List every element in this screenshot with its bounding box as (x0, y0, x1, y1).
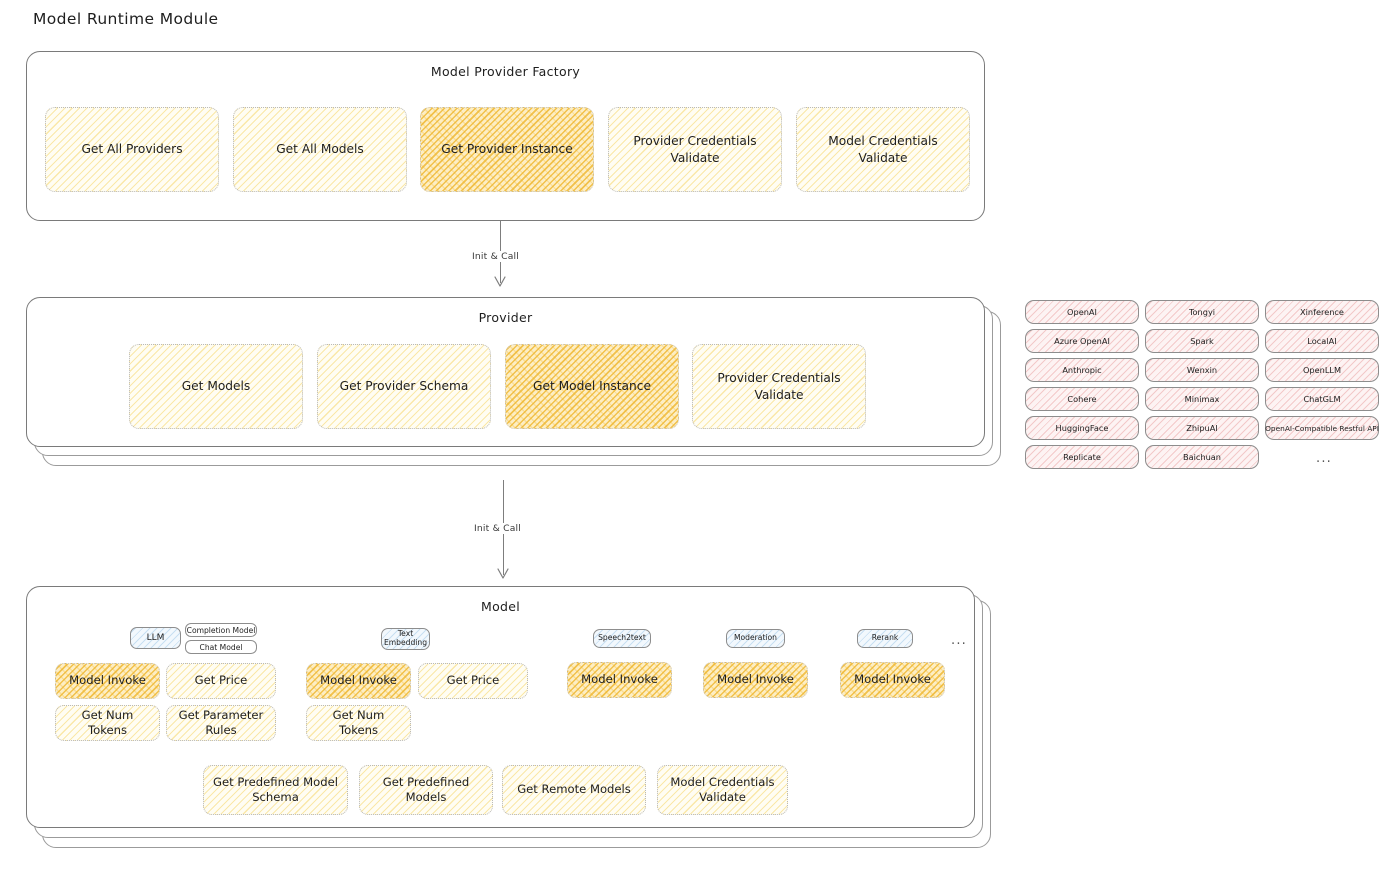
node-get-remote-models[interactable]: Get Remote Models (502, 765, 646, 815)
provider-chip[interactable]: ZhipuAI (1145, 416, 1259, 440)
arrow-provider-to-model-label: Init & Call (470, 523, 526, 534)
node-model-credentials-validate-2[interactable]: Model Credentials Validate (657, 765, 788, 815)
node-llm-model-invoke[interactable]: Model Invoke (55, 663, 160, 699)
node-provider-credentials-validate-2[interactable]: Provider Credentials Validate (692, 344, 866, 429)
node-embedding-model-invoke[interactable]: Model Invoke (306, 663, 411, 699)
node-get-provider-instance[interactable]: Get Provider Instance (420, 107, 594, 192)
node-model-credentials-validate[interactable]: Model Credentials Validate (796, 107, 970, 192)
provider-list-more: ... (1316, 451, 1332, 466)
node-get-all-models[interactable]: Get All Models (233, 107, 407, 192)
badge-llm-subtype-completion-model[interactable]: Completion Model (185, 623, 257, 637)
provider-chip[interactable]: Azure OpenAI (1025, 329, 1139, 353)
provider-chip[interactable]: Cohere (1025, 387, 1139, 411)
arrow-factory-to-provider-label: Init & Call (468, 251, 524, 262)
node-get-all-providers[interactable]: Get All Providers (45, 107, 219, 192)
arrow-provider-to-model-head (497, 568, 509, 579)
provider-chip[interactable]: Baichuan (1145, 445, 1259, 469)
badge-model-type-moderation[interactable]: Moderation (726, 629, 785, 648)
arrow-factory-to-provider-head (494, 276, 506, 287)
provider-chip[interactable]: Wenxin (1145, 358, 1259, 382)
provider-chip[interactable]: Replicate (1025, 445, 1139, 469)
provider-chip[interactable]: ChatGLM (1265, 387, 1379, 411)
page-title: Model Runtime Module (33, 10, 219, 28)
model-types-more: ... (951, 633, 967, 648)
node-speech2text-model-invoke[interactable]: Model Invoke (567, 662, 672, 698)
provider-chip[interactable]: Minimax (1145, 387, 1259, 411)
provider-chip[interactable]: Xinference (1265, 300, 1379, 324)
node-provider-credentials-validate[interactable]: Provider Credentials Validate (608, 107, 782, 192)
model-provider-factory-title: Model Provider Factory (430, 64, 581, 79)
node-llm-get-num-tokens[interactable]: Get Num Tokens (55, 705, 160, 741)
node-embedding-get-price[interactable]: Get Price (418, 663, 528, 699)
node-llm-get-price[interactable]: Get Price (166, 663, 276, 699)
node-get-predefined-models[interactable]: Get Predefined Models (359, 765, 493, 815)
node-get-predefined-model-schema[interactable]: Get Predefined Model Schema (203, 765, 348, 815)
badge-model-type-rerank[interactable]: Rerank (857, 629, 913, 648)
badge-llm-subtype-chat-model[interactable]: Chat Model (185, 640, 257, 654)
node-llm-get-parameter-rules[interactable]: Get Parameter Rules (166, 705, 276, 741)
provider-chip[interactable]: OpenAI (1025, 300, 1139, 324)
provider-chip[interactable]: Tongyi (1145, 300, 1259, 324)
provider-chip[interactable]: LocalAI (1265, 329, 1379, 353)
node-moderation-model-invoke[interactable]: Model Invoke (703, 662, 808, 698)
provider-chip[interactable]: Anthropic (1025, 358, 1139, 382)
provider-list: OpenAI Azure OpenAI Anthropic Cohere Hug… (1025, 300, 1380, 475)
provider-chip[interactable]: HuggingFace (1025, 416, 1139, 440)
node-get-model-instance[interactable]: Get Model Instance (505, 344, 679, 429)
badge-model-type-llm[interactable]: LLM (130, 627, 181, 649)
provider-chip[interactable]: OpenAI-Compatible Restful API (1265, 416, 1379, 440)
node-get-provider-schema[interactable]: Get Provider Schema (317, 344, 491, 429)
node-embedding-get-num-tokens[interactable]: Get Num Tokens (306, 705, 411, 741)
provider-chip[interactable]: Spark (1145, 329, 1259, 353)
provider-title: Provider (478, 310, 533, 325)
node-get-models[interactable]: Get Models (129, 344, 303, 429)
model-title: Model (480, 599, 521, 614)
badge-model-type-speech2text[interactable]: Speech2text (593, 629, 651, 648)
provider-chip[interactable]: OpenLLM (1265, 358, 1379, 382)
node-rerank-model-invoke[interactable]: Model Invoke (840, 662, 945, 698)
badge-model-type-text-embedding[interactable]: Text Embedding (381, 628, 430, 650)
